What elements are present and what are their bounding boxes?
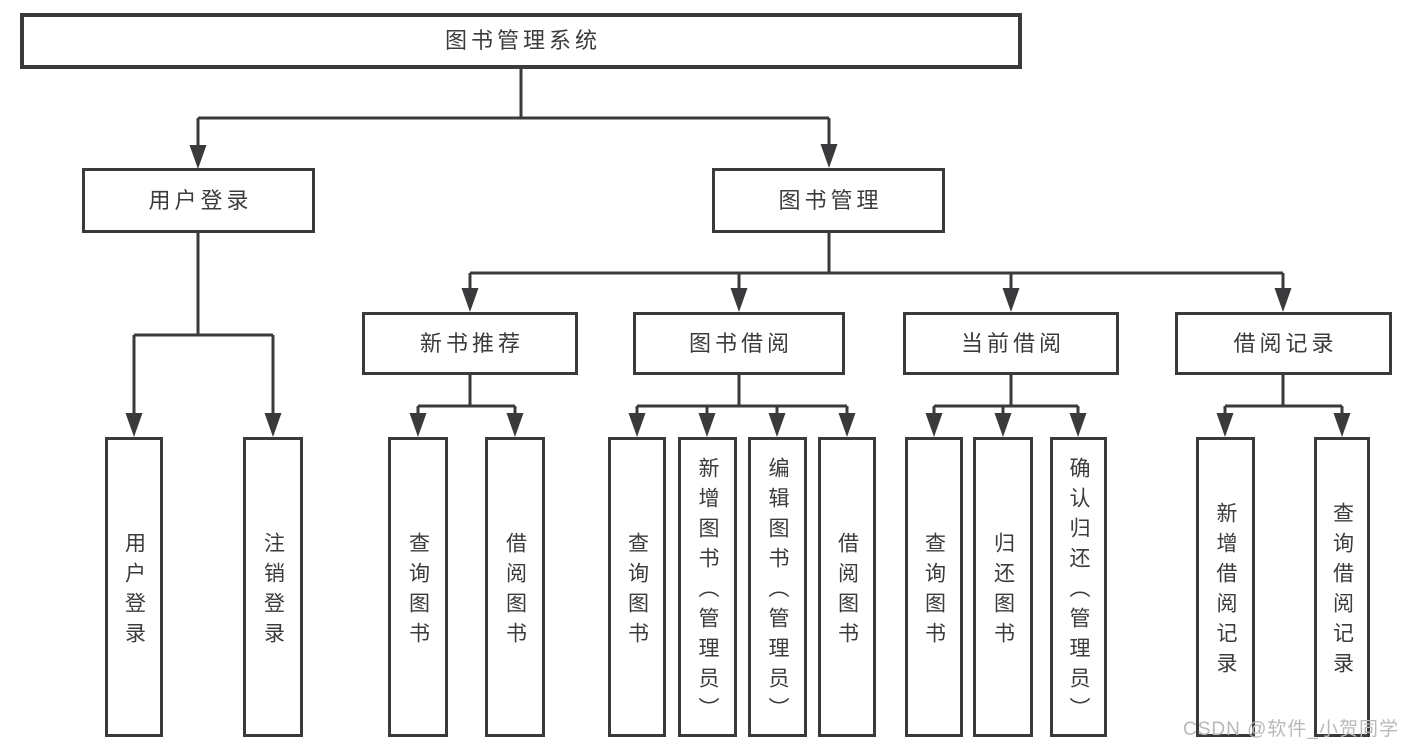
node-user-login: 用户登录: [82, 168, 315, 233]
leaf-edit-book-admin: 编辑图书（管理员）: [748, 437, 807, 737]
leaf-borrow-books-recommend: 借阅图书: [485, 437, 545, 737]
leaf-confirm-return-admin-label: 确认归还（管理员）: [1067, 456, 1090, 727]
node-user-login-label: 用户登录: [148, 187, 253, 213]
node-new-book-recommendation-label: 新书推荐: [419, 330, 524, 356]
leaf-add-borrow-record: 新增借阅记录: [1196, 437, 1255, 737]
leaf-query-borrow-record: 查询借阅记录: [1314, 437, 1370, 737]
node-root: 图书管理系统: [20, 13, 1022, 69]
leaf-return-books-label: 归还图书: [991, 531, 1015, 652]
leaf-add-borrow-record-label: 新增借阅记录: [1214, 501, 1237, 682]
node-borrowing-records: 借阅记录: [1175, 312, 1392, 375]
leaf-borrow-books-borrowing-label: 借阅图书: [835, 531, 859, 652]
leaf-borrow-books-recommend-label: 借阅图书: [503, 531, 527, 652]
node-current-borrowing-label: 当前借阅: [960, 330, 1065, 356]
node-book-management-label: 图书管理: [778, 187, 883, 213]
node-root-label: 图书管理系统: [444, 28, 601, 53]
node-book-management: 图书管理: [712, 168, 945, 233]
leaf-add-book-admin-label: 新增图书（管理员）: [696, 456, 719, 727]
leaf-user-login-label: 用户登录: [122, 531, 146, 652]
leaf-query-books-current: 查询图书: [905, 437, 963, 737]
leaf-logout: 注销登录: [243, 437, 303, 737]
leaf-query-books-current-label: 查询图书: [922, 531, 946, 652]
node-new-book-recommendation: 新书推荐: [362, 312, 578, 375]
arrowhead-icons: [125, 144, 1351, 437]
leaf-edit-book-admin-label: 编辑图书（管理员）: [766, 456, 789, 727]
leaf-borrow-books-borrowing: 借阅图书: [818, 437, 876, 737]
leaf-query-books-recommend: 查询图书: [388, 437, 448, 737]
leaf-logout-label: 注销登录: [261, 531, 285, 652]
node-book-borrowing: 图书借阅: [633, 312, 845, 375]
leaf-query-books-borrowing: 查询图书: [608, 437, 666, 737]
leaf-query-books-borrowing-label: 查询图书: [625, 531, 649, 652]
node-borrowing-records-label: 借阅记录: [1233, 330, 1338, 356]
leaf-query-books-recommend-label: 查询图书: [406, 531, 430, 652]
leaf-user-login: 用户登录: [105, 437, 163, 737]
leaf-return-books: 归还图书: [973, 437, 1033, 737]
connector-lines-path: [132, 69, 1344, 418]
leaf-confirm-return-admin: 确认归还（管理员）: [1050, 437, 1107, 737]
watermark: CSDN @软件_小贺同学: [1183, 719, 1399, 740]
leaf-query-borrow-record-label: 查询借阅记录: [1330, 501, 1354, 682]
leaf-add-book-admin: 新增图书（管理员）: [678, 437, 737, 737]
node-current-borrowing: 当前借阅: [903, 312, 1119, 375]
node-book-borrowing-label: 图书借阅: [688, 330, 793, 356]
